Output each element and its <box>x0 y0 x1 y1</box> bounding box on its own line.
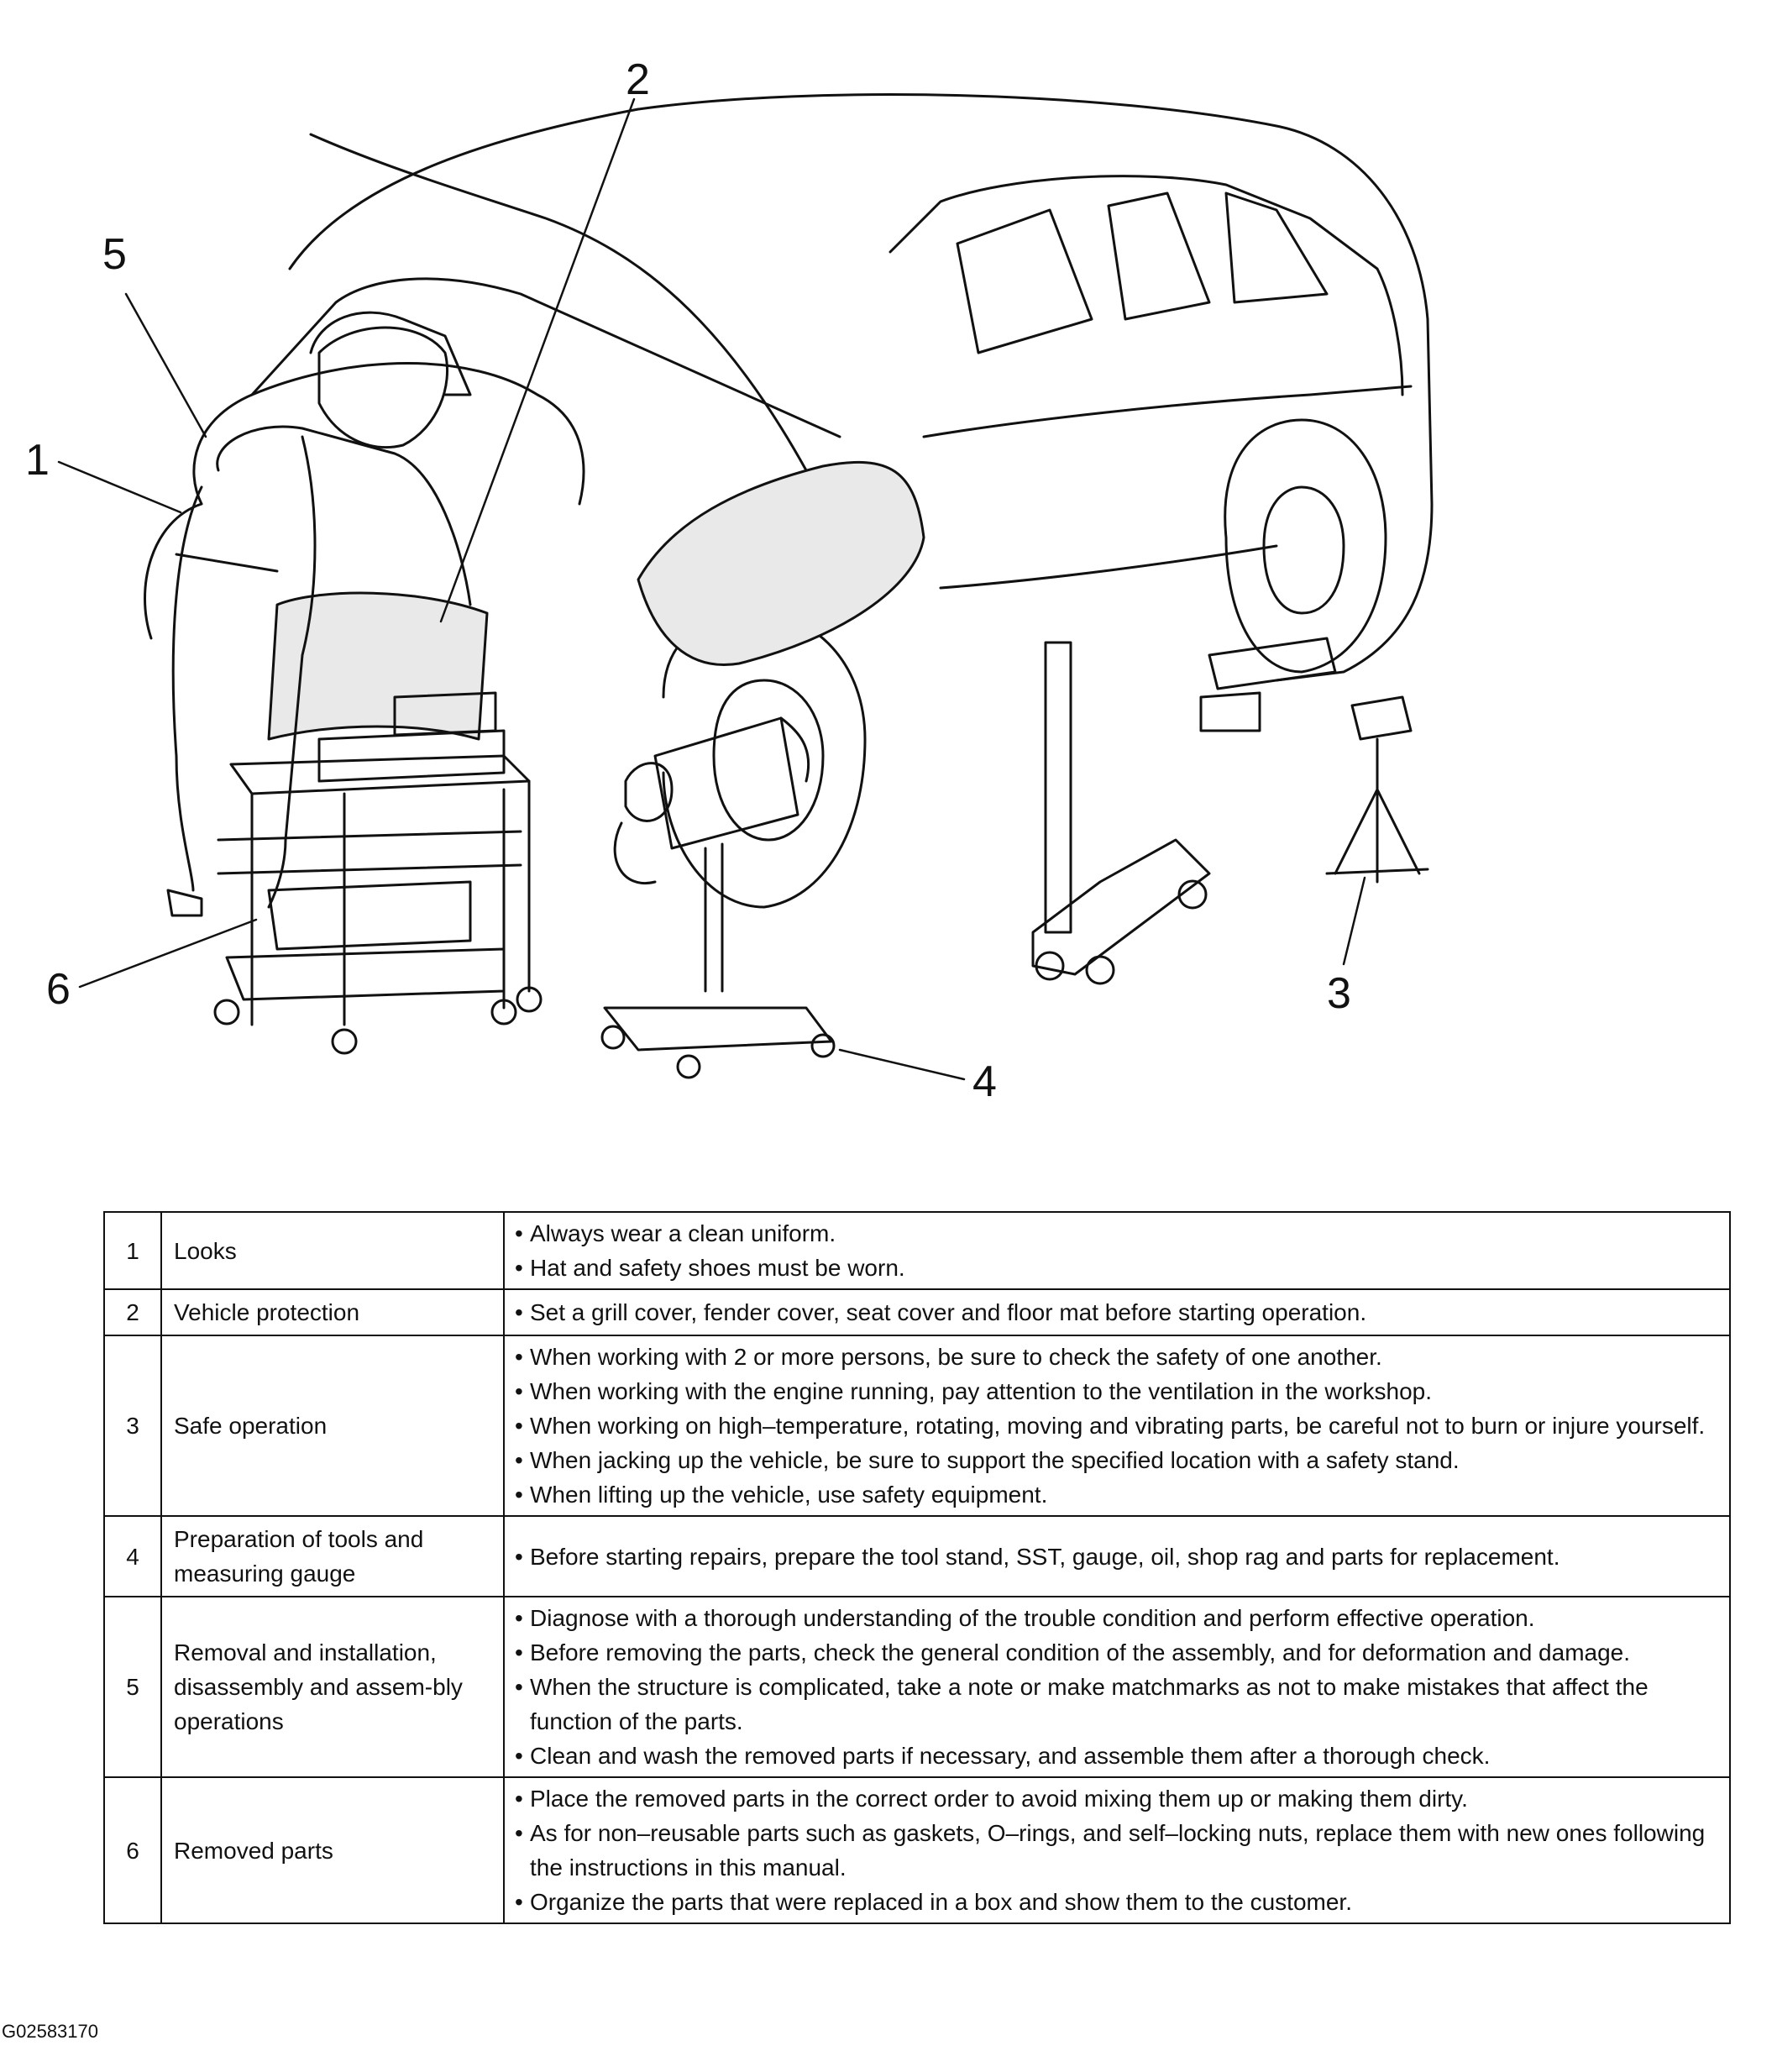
row-number: 3 <box>103 1335 162 1517</box>
row-number: 6 <box>103 1776 162 1924</box>
row-description: Always wear a clean uniform.Hat and safe… <box>503 1211 1731 1290</box>
row-description: When working with 2 or more persons, be … <box>503 1335 1731 1517</box>
row-description: Place the removed parts in the correct o… <box>503 1776 1731 1924</box>
bullet-item: Always wear a clean uniform. <box>515 1216 1721 1251</box>
callout-labels: 1 2 3 4 5 6 <box>25 55 1351 1106</box>
row-title: Removed parts <box>160 1776 505 1924</box>
row-title: Removal and installation, disassembly an… <box>160 1596 505 1778</box>
row-description: Diagnose with a thorough understanding o… <box>503 1596 1731 1778</box>
grill-cover-drawing <box>267 591 489 741</box>
row-number: 4 <box>103 1515 162 1597</box>
bullet-item: Before starting repairs, prepare the too… <box>515 1540 1721 1574</box>
callout-3: 3 <box>1327 969 1351 1018</box>
row-number: 1 <box>103 1211 162 1290</box>
bullet-item: When the structure is complicated, take … <box>515 1670 1721 1739</box>
row-description: Before starting repairs, prepare the too… <box>503 1515 1731 1597</box>
callout-6: 6 <box>46 965 71 1014</box>
bullet-item: When jacking up the vehicle, be sure to … <box>515 1443 1721 1477</box>
parts-cart-drawing <box>213 691 543 1055</box>
row-description: Set a grill cover, fender cover, seat co… <box>503 1288 1731 1336</box>
bullet-item: Place the removed parts in the correct o… <box>515 1781 1721 1816</box>
bullet-item: When working on high–temperature, rotati… <box>515 1408 1721 1443</box>
bullet-item: When working with the engine running, pa… <box>515 1374 1721 1408</box>
row-title: Vehicle protection <box>160 1288 505 1336</box>
row-number: 5 <box>103 1596 162 1778</box>
work-guidelines-table: 1LooksAlways wear a clean uniform.Hat an… <box>103 1211 1731 1924</box>
tool-stand-drawing <box>600 716 836 1079</box>
row-title: Looks <box>160 1211 505 1290</box>
figure-code: G02583170 <box>2 2021 98 2042</box>
row-number: 2 <box>103 1288 162 1336</box>
bullet-item: When lifting up the vehicle, use safety … <box>515 1477 1721 1512</box>
safety-stand-drawing <box>1325 695 1429 884</box>
bullet-item: When working with 2 or more persons, be … <box>515 1340 1721 1374</box>
callout-5: 5 <box>102 230 127 279</box>
floor-jack-drawing <box>1031 641 1211 985</box>
bullet-item: Organize the parts that were replaced in… <box>515 1885 1721 1919</box>
bullet-item: Hat and safety shoes must be worn. <box>515 1251 1721 1285</box>
row-title: Safe operation <box>160 1335 505 1517</box>
callout-2: 2 <box>626 55 650 104</box>
bullet-item: Set a grill cover, fender cover, seat co… <box>515 1295 1721 1330</box>
table-row: 1LooksAlways wear a clean uniform.Hat an… <box>103 1211 1731 1290</box>
callout-4: 4 <box>972 1057 997 1106</box>
leader-lines <box>57 97 1366 1081</box>
bullet-item: Before removing the parts, check the gen… <box>515 1635 1721 1670</box>
row-title: Preparation of tools and measuring gauge <box>160 1515 505 1597</box>
mechanic-drawing <box>166 311 472 917</box>
workshop-illustration: 1 2 3 4 5 6 <box>25 55 1434 1106</box>
fender-cover-drawing <box>637 460 925 666</box>
bullet-item: Clean and wash the removed parts if nece… <box>515 1739 1721 1773</box>
bullet-item: Diagnose with a thorough understanding o… <box>515 1601 1721 1635</box>
bullet-item: As for non–reusable parts such as gasket… <box>515 1816 1721 1885</box>
callout-1: 1 <box>25 436 50 485</box>
table-body: 1LooksAlways wear a clean uniform.Hat an… <box>103 1211 1731 1924</box>
